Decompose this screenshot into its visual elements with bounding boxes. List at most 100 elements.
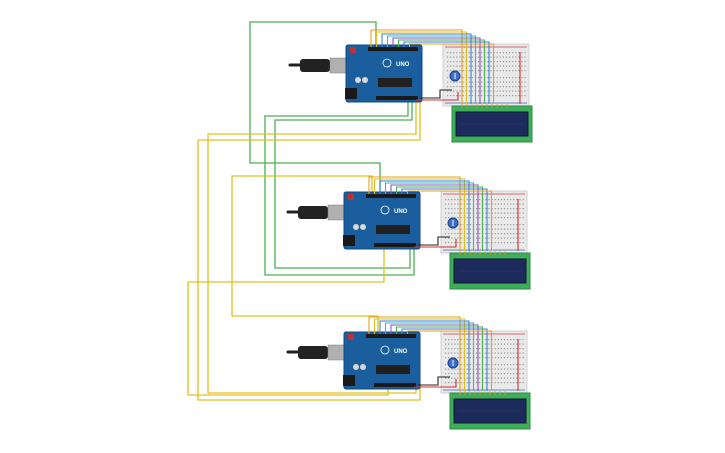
usb-plug[interactable] [298,346,328,359]
breadboard-hole [507,357,509,359]
breadboard-hole [462,86,464,88]
wire-data[interactable] [401,188,488,251]
digital-header[interactable] [366,194,416,198]
breadboard-hole [500,368,502,370]
breadboard-hole [487,70,489,72]
breadboard-hole [453,65,455,67]
wire-green[interactable] [274,102,413,269]
breadboard-hole [479,228,481,230]
wire-yellow[interactable] [187,245,389,396]
digital-header[interactable] [368,47,418,51]
breadboard-hole [503,208,506,210]
wire-data[interactable] [370,29,463,104]
wire-data[interactable] [395,326,484,391]
breadboard-hole [488,352,490,354]
breadboard-hole [457,217,459,219]
wire-data[interactable] [390,324,479,391]
breadboard-hole [479,352,481,354]
arduino-assembly-3[interactable]: UNO [286,316,531,430]
breadboard-hole [459,61,461,63]
analog-header[interactable] [374,383,416,387]
breadboard-hole [515,61,517,63]
breadboard-hole [521,95,523,97]
wire-data[interactable] [403,41,490,104]
wire-data[interactable] [406,190,493,251]
breadboard-hole [516,373,518,375]
wire-data[interactable] [408,43,495,104]
wire-data[interactable] [390,184,479,251]
reset-button[interactable] [348,334,354,340]
breadboard-hole [488,348,490,350]
breadboard-hole [479,224,481,226]
breadboard-hole [512,90,514,92]
wire-ground[interactable] [420,89,452,99]
wire-data[interactable] [392,37,481,104]
breadboard-hole [497,348,499,350]
breadboard-hole [505,65,508,67]
breadboard-hole [507,364,509,366]
wire-data[interactable] [375,31,468,104]
wire-data[interactable] [379,180,470,251]
breadboard-hole [481,61,483,63]
wire-data[interactable] [384,322,475,391]
arduino-assembly-1[interactable]: UNO [288,29,533,143]
usb-plug[interactable] [300,59,330,72]
analog-header[interactable] [376,96,418,100]
power-jack[interactable] [345,88,357,99]
digital-header[interactable] [366,334,416,338]
wire-data[interactable] [368,316,461,391]
capacitor [355,77,361,83]
microcontroller-chip [376,225,410,234]
breadboard-hole [507,224,509,226]
wire-data[interactable] [368,176,461,251]
breadboard-hole [485,339,487,341]
wire-data[interactable] [395,186,484,251]
wire-data[interactable] [384,182,475,251]
reset-button[interactable] [350,47,356,53]
breadboard-hole [503,233,506,235]
breadboard-hole [469,377,471,379]
wire-data[interactable] [373,178,466,251]
breadboard-hole [500,373,502,375]
breadboard-hole [447,65,449,67]
reset-button[interactable] [348,194,354,200]
wire-green[interactable] [249,21,381,193]
breadboard-hole [485,203,487,205]
breadboard-hole [454,373,456,375]
wire-data[interactable] [379,320,470,391]
wire-ground[interactable] [418,376,450,386]
wire-ground[interactable] [418,236,450,246]
breadboard-hole [460,348,462,350]
arduino-uno-board[interactable] [345,44,423,103]
breadboard-hole [479,364,481,366]
wire-data[interactable] [401,328,488,391]
wire-yellow[interactable] [207,102,417,394]
analog-header[interactable] [374,243,416,247]
usb-plug[interactable] [298,206,328,219]
wire-yellow[interactable] [197,102,421,401]
breadboard-hole [503,348,506,350]
breadboard-hole [488,382,490,384]
wire-data[interactable] [386,35,477,104]
breadboard-hole [447,86,449,88]
power-jack[interactable] [343,375,355,386]
breadboard-hole [451,199,453,201]
arduino-assembly-2[interactable]: UNO [286,176,531,290]
arduino-uno-board[interactable] [343,331,421,390]
breadboard-hole [447,95,449,97]
wire-power[interactable] [414,239,457,248]
power-jack[interactable] [343,235,355,246]
arduino-uno-board[interactable] [343,191,421,250]
wire-data[interactable] [406,330,493,391]
wire-data[interactable] [381,33,472,104]
breadboard-hole [468,70,470,72]
breadboard-hole [485,382,487,384]
wire-data[interactable] [397,39,486,104]
wire-power[interactable] [414,379,457,388]
wire-green[interactable] [264,102,415,276]
breadboard-hole [493,65,495,67]
breadboard-hole [491,224,493,226]
wire-power[interactable] [416,92,459,101]
wire-data[interactable] [373,318,466,391]
